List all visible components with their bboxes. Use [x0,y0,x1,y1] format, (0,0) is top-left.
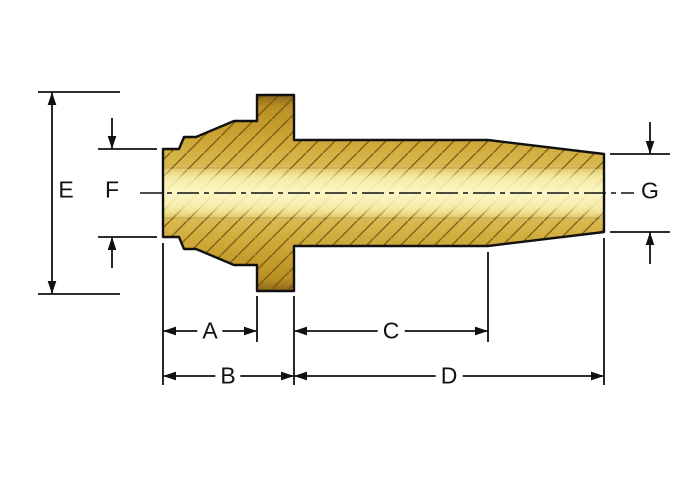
dim-label-f: F [102,176,122,203]
dim-label-e: E [56,176,76,203]
part-outline [161,93,606,293]
dim-label-d: D [435,364,463,388]
valve-guide-part [161,93,606,293]
dim-label-a: A [197,319,223,343]
dim-g [610,122,670,264]
dim-e [38,91,120,295]
dim-label-b: B [215,364,241,388]
dim-label-g: G [639,177,661,204]
bottom-extension-lines [162,238,605,385]
dim-label-c: C [377,319,405,343]
dim-f [98,118,157,268]
